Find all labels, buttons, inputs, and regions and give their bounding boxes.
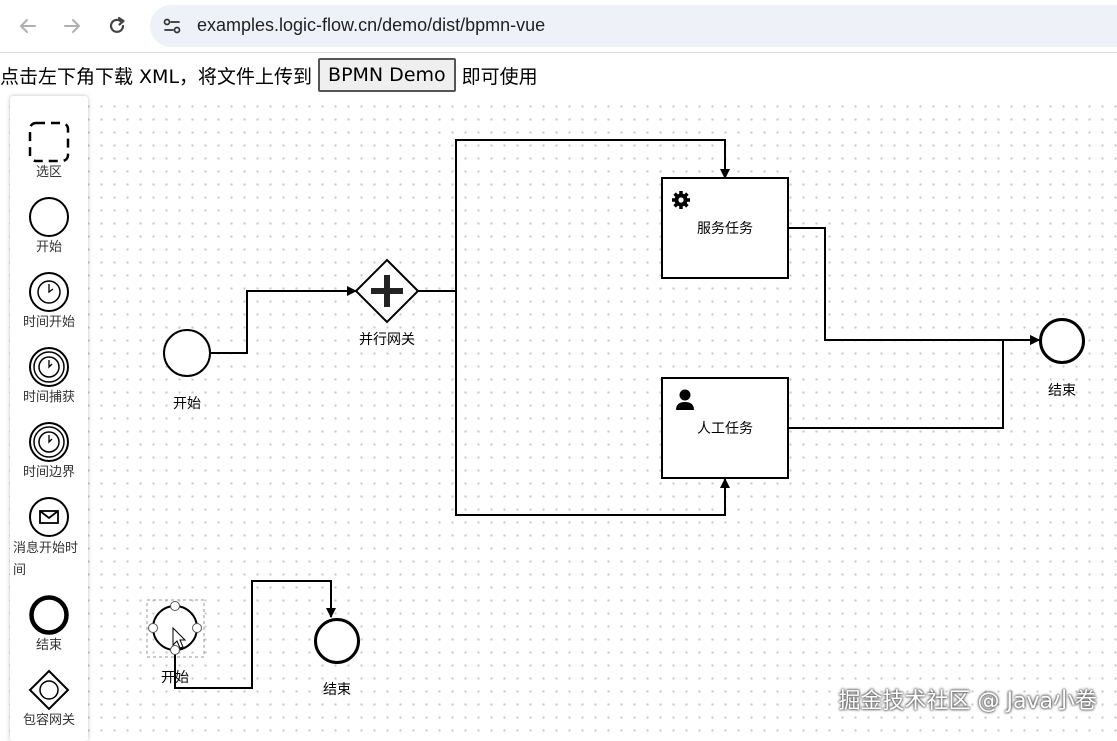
user-icon xyxy=(676,389,694,410)
flow-gateway-to-service[interactable] xyxy=(418,139,730,292)
palette-label: 选区 xyxy=(35,165,62,180)
browser-toolbar: examples.logic-flow.cn/demo/dist/bpmn-vu… xyxy=(0,0,1117,52)
end-event-2[interactable] xyxy=(314,618,360,664)
instruction-line: 点击左下角下载 XML，将文件上传到 BPMN Demo 即可使用 xyxy=(0,58,538,92)
url-text[interactable]: examples.logic-flow.cn/demo/dist/bpmn-vu… xyxy=(197,15,546,35)
flow-start-to-gateway[interactable] xyxy=(211,286,357,354)
flow-user-to-end[interactable] xyxy=(788,335,1040,429)
palette-label: 消息开始时间 xyxy=(13,541,79,578)
element-palette: 选区 开始 时间开始 时间捕获 时间边界 xyxy=(10,96,88,741)
reload-icon xyxy=(109,16,125,33)
address-bar[interactable]: examples.logic-flow.cn/demo/dist/bpmn-vu… xyxy=(150,5,1117,47)
start-event[interactable] xyxy=(163,329,211,377)
end-event-icon xyxy=(29,595,69,635)
reload-button[interactable] xyxy=(101,10,133,42)
diagram-svg: 开始 并行网关 服务任务 人工任务 结束 xyxy=(146,139,1085,698)
palette-label: 时间开始 xyxy=(22,315,75,330)
palette-item-inclusive-gateway[interactable]: 包容网关 xyxy=(10,669,88,731)
timer-start-icon xyxy=(29,272,69,312)
flow-start2-to-end2[interactable] xyxy=(174,580,336,689)
palette-item-message-start[interactable]: 消息开始时间 xyxy=(10,496,88,582)
arrow-right-icon xyxy=(64,19,80,33)
palette-item-timer-boundary[interactable]: 时间边界 xyxy=(10,421,88,483)
instruction-suffix: 即可使用 xyxy=(461,65,538,88)
palette-label: 开始 xyxy=(35,240,62,255)
arrow-left-icon xyxy=(20,19,36,33)
palette-item-timer-start[interactable]: 时间开始 xyxy=(10,271,88,333)
toolbar-divider xyxy=(0,52,1117,53)
palette-item-end[interactable]: 结束 xyxy=(10,594,88,656)
bpmn-demo-button[interactable]: BPMN Demo xyxy=(318,58,456,92)
start-event-label: 开始 xyxy=(173,396,201,412)
forward-button[interactable] xyxy=(56,10,88,42)
watermark: 掘金技术社区 @ Java小卷 xyxy=(838,689,1097,714)
start-event-icon xyxy=(29,197,69,237)
palette-item-selection[interactable]: 选区 xyxy=(10,121,88,183)
flow-gateway-to-user[interactable] xyxy=(455,291,730,516)
user-task-label: 人工任务 xyxy=(697,421,753,437)
palette-item-timer-catch[interactable]: 时间捕获 xyxy=(10,346,88,408)
palette-item-start[interactable]: 开始 xyxy=(10,196,88,258)
timer-boundary-icon xyxy=(29,422,69,462)
flow-service-to-end[interactable] xyxy=(788,227,1040,345)
gear-icon xyxy=(672,191,690,209)
palette-label: 结束 xyxy=(35,638,62,653)
parallel-gateway-label: 并行网关 xyxy=(359,332,415,348)
timer-catch-icon xyxy=(29,347,69,387)
plus-icon xyxy=(371,275,403,307)
instruction-prefix: 点击左下角下载 XML，将文件上传到 xyxy=(0,65,313,88)
back-button[interactable] xyxy=(12,10,44,42)
selection-outline xyxy=(146,599,205,658)
service-task-label: 服务任务 xyxy=(697,221,753,237)
end-event-label: 结束 xyxy=(1048,383,1076,399)
site-settings-icon[interactable] xyxy=(162,16,182,36)
end-event-2-label: 结束 xyxy=(323,682,351,698)
anchor-handles[interactable] xyxy=(148,601,202,655)
diagram-canvas[interactable]: 开始 并行网关 服务任务 人工任务 结束 xyxy=(0,96,1117,735)
message-start-icon xyxy=(29,497,69,537)
palette-label: 时间捕获 xyxy=(22,390,75,405)
inclusive-gateway-icon xyxy=(28,669,70,711)
start-event-2-label: 开始 xyxy=(161,670,189,686)
end-event[interactable] xyxy=(1039,318,1085,364)
palette-label: 时间边界 xyxy=(22,465,75,480)
palette-label: 包容网关 xyxy=(22,713,75,728)
mouse-cursor-icon xyxy=(172,626,187,649)
selection-icon xyxy=(28,121,70,163)
